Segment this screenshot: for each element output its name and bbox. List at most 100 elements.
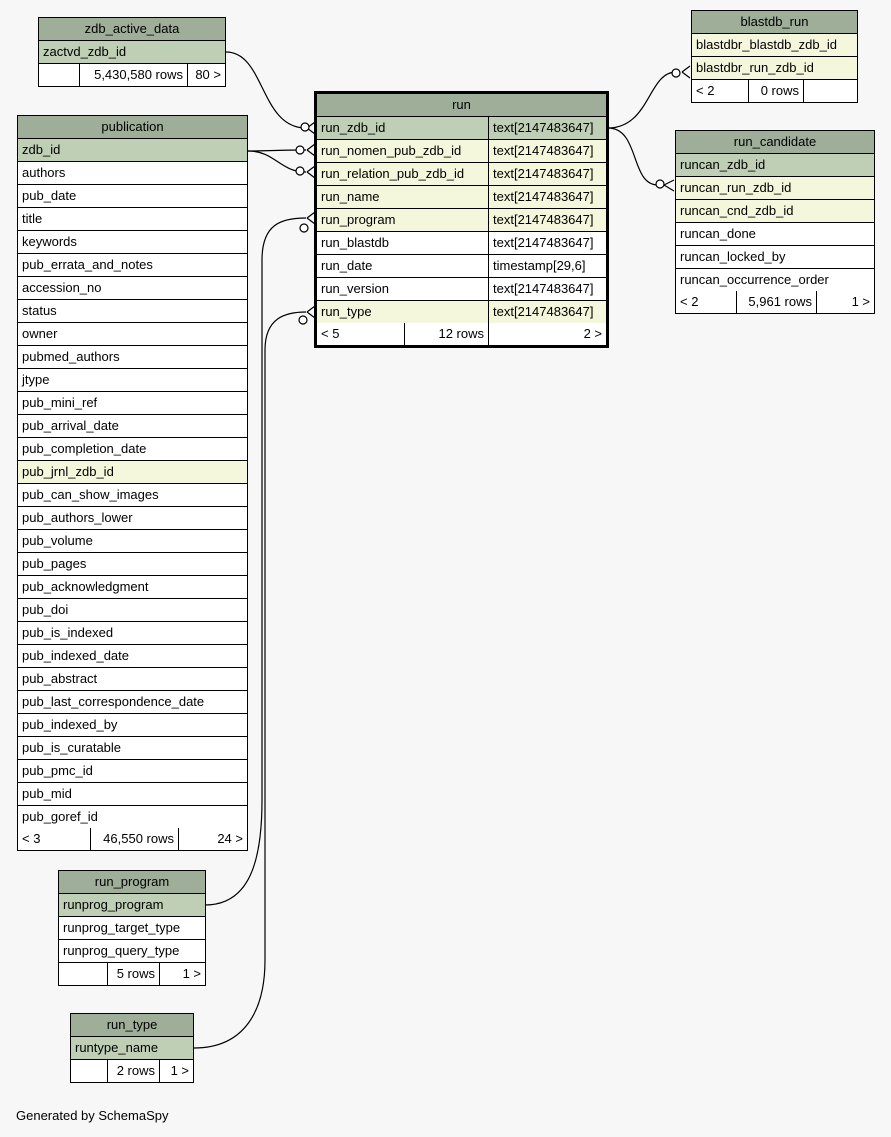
column-name: runprog_program <box>63 897 164 912</box>
table-row: runcan_cnd_zdb_id <box>676 200 874 223</box>
table-row: runcan_zdb_id <box>676 154 874 177</box>
column-name: pub_completion_date <box>22 441 147 456</box>
table-row: pub_goref_id <box>18 806 247 828</box>
table-title[interactable]: run_program <box>59 871 205 894</box>
column-name: runtype_name <box>75 1040 159 1055</box>
table-row: pub_jrnl_zdb_id <box>18 461 247 484</box>
table-blastdb-run[interactable]: blastdb_run blastdbr_blastdb_zdb_id blas… <box>691 10 858 103</box>
table-row: pub_is_indexed <box>18 622 247 645</box>
table-row: pub_arrival_date <box>18 415 247 438</box>
column-name: pub_doi <box>22 602 69 617</box>
table-row: zdb_id <box>18 139 247 162</box>
table-row: pub_indexed_by <box>18 714 247 737</box>
column-name: run_name <box>321 189 380 204</box>
link-end-marker <box>299 223 309 233</box>
table-row: pub_mid <box>18 783 247 806</box>
table-row: title <box>18 208 247 231</box>
column-name: pub_indexed_by <box>22 717 118 732</box>
table-footer: 5 rows 1 > <box>59 963 205 985</box>
table-row: pub_indexed_date <box>18 645 247 668</box>
column-name: runcan_zdb_id <box>680 157 766 172</box>
column-name: pub_pmc_id <box>22 763 93 778</box>
link-run-run-candidate <box>607 127 659 186</box>
table-footer: < 5 12 rows 2 > <box>317 323 606 345</box>
column-name: pub_pages <box>22 556 87 571</box>
link-end-marker <box>298 315 308 325</box>
column-name: run_zdb_id <box>321 120 386 135</box>
table-row: pub_can_show_images <box>18 484 247 507</box>
table-title[interactable]: run_type <box>71 1014 193 1037</box>
table-run-program[interactable]: run_program runprog_program runprog_targ… <box>58 870 206 986</box>
table-title[interactable]: publication <box>18 116 247 139</box>
table-row: runcan_occurrence_order <box>676 269 874 291</box>
column-name: owner <box>22 326 58 341</box>
table-title[interactable]: zdb_active_data <box>39 18 225 41</box>
column-name: runcan_run_zdb_id <box>680 180 792 195</box>
link-run-blastdb-run <box>607 71 677 129</box>
column-name: pub_errata_and_notes <box>22 257 153 272</box>
column-name: pub_is_indexed <box>22 625 114 640</box>
column-name: run_type <box>321 304 372 319</box>
column-name: run_nomen_pub_zdb_id <box>321 143 462 158</box>
column-name: pubmed_authors <box>22 349 120 364</box>
link-publication-run-relation <box>247 150 307 173</box>
column-name: pub_is_curatable <box>22 740 122 755</box>
column-name: jtype <box>22 372 50 387</box>
table-footer: < 2 0 rows <box>692 80 857 102</box>
column-name: runcan_cnd_zdb_id <box>680 203 794 218</box>
column-name: pub_mid <box>22 786 72 801</box>
table-row: pub_mini_ref <box>18 392 247 415</box>
table-zdb-active-data[interactable]: zdb_active_data zactvd_zdb_id 5,430,580 … <box>38 17 226 87</box>
table-run-candidate[interactable]: run_candidate runcan_zdb_id runcan_run_zd… <box>675 130 875 314</box>
link-end-marker <box>300 122 310 132</box>
column-type: text[2147483647] <box>488 278 606 300</box>
column-name: run_blastdb <box>321 235 389 250</box>
table-row: pub_pmc_id <box>18 760 247 783</box>
table-row: status <box>18 300 247 323</box>
column-name: blastdbr_run_zdb_id <box>696 60 814 75</box>
column-name: pub_can_show_images <box>22 487 159 502</box>
link-end-marker <box>655 179 665 189</box>
table-row: accession_no <box>18 277 247 300</box>
column-name: pub_mini_ref <box>22 395 98 410</box>
table-title[interactable]: run <box>317 94 606 117</box>
table-run-type[interactable]: run_type runtype_name 2 rows 1 > <box>70 1013 194 1083</box>
table-row: jtype <box>18 369 247 392</box>
table-row: runcan_done <box>676 223 874 246</box>
column-name: keywords <box>22 234 77 249</box>
column-type: text[2147483647] <box>488 140 606 162</box>
column-name: pub_jrnl_zdb_id <box>22 464 114 479</box>
column-name: status <box>22 303 57 318</box>
link-publication-run-nomen <box>247 149 307 152</box>
column-name: pub_date <box>22 188 77 203</box>
table-title[interactable]: run_candidate <box>676 131 874 154</box>
table-row: runcan_run_zdb_id <box>676 177 874 200</box>
table-row: pub_last_correspondence_date <box>18 691 247 714</box>
column-type: text[2147483647] <box>488 232 606 254</box>
table-footer: < 2 5,961 rows 1 > <box>676 291 874 313</box>
column-name: runcan_locked_by <box>680 249 786 264</box>
column-type: timestamp[29,6] <box>488 255 606 277</box>
link-end-marker <box>671 68 681 78</box>
column-name: zdb_id <box>22 142 61 157</box>
table-row: pub_errata_and_notes <box>18 254 247 277</box>
column-type: text[2147483647] <box>488 163 606 185</box>
column-name: pub_volume <box>22 533 93 548</box>
table-footer: 2 rows 1 > <box>71 1060 193 1082</box>
table-row: pub_abstract <box>18 668 247 691</box>
column-type: text[2147483647] <box>488 209 606 231</box>
link-end-marker <box>295 166 305 176</box>
column-name: pub_acknowledgment <box>22 579 149 594</box>
column-name: pub_authors_lower <box>22 510 133 525</box>
table-row: authors <box>18 162 247 185</box>
table-run[interactable]: run run_zdb_id text[2147483647] run_nomen_… <box>314 91 609 348</box>
column-name: runcan_done <box>680 226 756 241</box>
link-end-marker <box>295 145 305 155</box>
table-title[interactable]: blastdb_run <box>692 11 857 34</box>
table-footer: 5,430,580 rows 80 > <box>39 64 225 86</box>
